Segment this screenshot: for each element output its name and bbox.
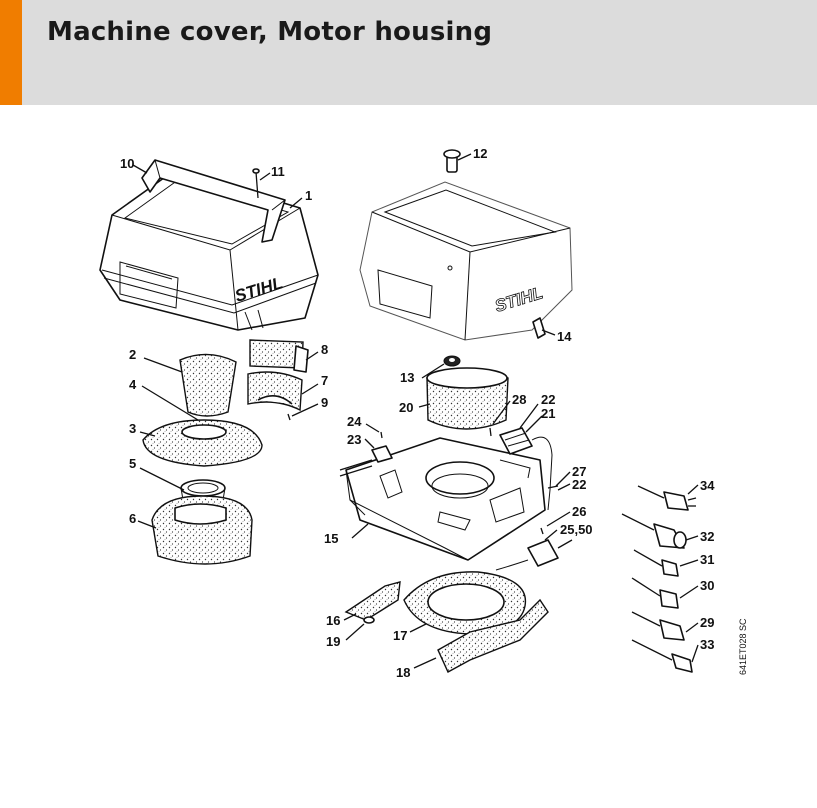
callout-29: 29 [700, 615, 714, 630]
callout-19: 19 [326, 634, 340, 649]
leader-lines [132, 153, 699, 669]
plug-31 [633, 549, 679, 577]
screw-12 [443, 149, 461, 173]
callout-28: 28 [512, 392, 526, 407]
pin-9 [287, 413, 291, 421]
callout-32: 32 [700, 529, 714, 544]
drawing-code: 641ET028 SC [738, 618, 748, 675]
callout-22b: 22 [572, 477, 586, 492]
callout-23: 23 [347, 432, 361, 447]
callout-9: 9 [321, 395, 328, 410]
callout-34: 34 [700, 478, 715, 493]
cable-clamp-23 [339, 445, 393, 477]
callout-7: 7 [321, 373, 328, 388]
plug-33 [631, 639, 693, 673]
callout-25-50: 25,50 [560, 522, 593, 537]
motor-housing-15 [345, 437, 546, 561]
callout-33: 33 [700, 637, 714, 652]
handle [141, 159, 286, 243]
callout-10: 10 [120, 156, 134, 171]
foam-cylinder-6 [151, 495, 253, 565]
callout-6: 6 [129, 511, 136, 526]
header-accent-stripe [0, 0, 22, 105]
plug-32 [621, 513, 687, 549]
callout-30: 30 [700, 578, 714, 593]
switch-21 [499, 427, 553, 511]
callout-31: 31 [700, 552, 714, 567]
header-bar [0, 0, 817, 105]
callout-12: 12 [473, 146, 487, 161]
callout-2: 2 [129, 347, 136, 362]
machine-cover-right [359, 181, 573, 341]
bracket-16 [344, 581, 401, 621]
screw-27 [547, 485, 559, 489]
machine-cover-left [99, 169, 319, 331]
callout-17: 17 [393, 628, 407, 643]
callout-26: 26 [572, 504, 586, 519]
foam-ring-3 [142, 419, 263, 467]
callout-20: 20 [399, 400, 413, 415]
callout-11: 11 [271, 164, 285, 179]
plug-30 [631, 577, 679, 609]
foam-filter-cone [179, 353, 237, 417]
callout-8: 8 [321, 342, 328, 357]
callout-15: 15 [324, 531, 338, 546]
screw-28 [489, 427, 492, 437]
foam-pads-7-8 [247, 339, 309, 412]
foam-band-20 [426, 367, 509, 430]
screw-24 [380, 431, 383, 439]
callout-18: 18 [396, 665, 410, 680]
cable-connector-25-50 [495, 539, 573, 571]
screw-11 [252, 168, 260, 199]
screw-26 [540, 527, 544, 535]
callout-14: 14 [557, 329, 572, 344]
callout-4: 4 [129, 377, 137, 392]
callout-labels: 10 11 1 2 4 3 5 6 8 7 9 12 13 20 14 24 2… [120, 146, 715, 680]
callout-16: 16 [326, 613, 340, 628]
callout-21: 21 [541, 406, 555, 421]
callout-22a: 22 [541, 392, 555, 407]
callout-3: 3 [129, 421, 136, 436]
callout-5: 5 [129, 456, 136, 471]
plug-29 [631, 611, 685, 641]
callout-27: 27 [572, 464, 586, 479]
page-title: Machine cover, Motor housing [47, 17, 493, 47]
clip-14 [532, 317, 546, 339]
washer-19 [363, 616, 375, 624]
callout-13: 13 [400, 370, 414, 385]
base-plate-18 [437, 598, 549, 673]
callout-24: 24 [347, 414, 362, 429]
plug-34 [637, 485, 697, 511]
callout-1: 1 [305, 188, 312, 203]
gasket-17 [403, 571, 527, 635]
